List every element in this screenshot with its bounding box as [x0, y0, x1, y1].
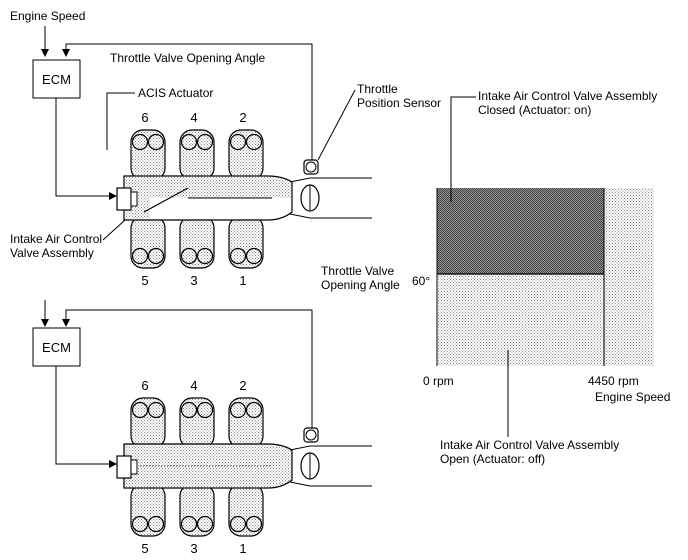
y-axis-label-line1: Throttle Valve: [321, 264, 394, 278]
ecm-box: [32, 59, 81, 99]
runner-label-6b: 6: [141, 378, 148, 393]
y-tick-60: 60°: [412, 274, 430, 288]
open-label-line1: Intake Air Control Valve Assembly: [440, 438, 619, 452]
bottom-upper-runners: [130, 397, 264, 449]
runner-label-4b: 4: [190, 378, 197, 393]
runner-label-4: 4: [190, 110, 197, 125]
runner-2: [228, 129, 264, 181]
runner-label-5b: 5: [141, 541, 148, 556]
runner-label-3: 3: [190, 273, 197, 288]
runner-1: [228, 215, 264, 269]
ecm-to-actuator-line-2: [55, 366, 117, 468]
bottom-manifold-diagram: ECM: [32, 300, 372, 556]
closed-label-line1: Intake Air Control Valve Assembly: [478, 89, 657, 103]
x-tick-4450: 4450 rpm: [588, 374, 639, 388]
runner-label-6: 6: [141, 110, 148, 125]
runner-label-1: 1: [239, 273, 246, 288]
runner-label-3b: 3: [190, 541, 197, 556]
ecm-label: ECM: [42, 72, 71, 87]
runner-6: [130, 129, 166, 181]
bottom-lower-runners: [130, 483, 264, 537]
bottom-plenum: [123, 443, 293, 489]
throttle-signal-line-2: [62, 309, 313, 428]
intake-upper-wall-2: [289, 445, 372, 451]
operating-region-graph: Intake Air Control Valve Assembly Closed…: [321, 89, 670, 466]
tps-label-line1: Throttle: [357, 82, 398, 96]
closed-label-line2: Closed (Actuator: on): [478, 103, 591, 117]
x-tick-0: 0 rpm: [423, 374, 454, 388]
acis-actuator-label: ACIS Actuator: [138, 86, 213, 100]
closed-region: [437, 188, 604, 274]
closed-leader: [450, 96, 476, 202]
intake-lower-wall: [289, 213, 372, 219]
runner-label-2: 2: [239, 110, 246, 125]
runner-label-2b: 2: [239, 378, 246, 393]
top-manifold-diagram: Engine Speed Throttle Valve Opening Angl…: [10, 9, 441, 288]
throttle-signal-line: [62, 43, 313, 160]
ecm-to-actuator-line: [55, 98, 117, 200]
acis-actuator-leader: [106, 92, 135, 150]
intake-upper-wall: [289, 177, 372, 183]
top-lower-runners: [130, 215, 264, 269]
x-axis-label: Engine Speed: [595, 390, 670, 404]
throttle-angle-label: Throttle Valve Opening Angle: [110, 51, 266, 65]
runner-label-5: 5: [141, 273, 148, 288]
acis-actuator-2: [116, 455, 132, 479]
tps-label-line2: Position Sensor: [357, 96, 441, 110]
runner-3: [179, 215, 215, 269]
acis-actuator: [116, 187, 132, 211]
intake-air-control-valve: [143, 187, 189, 213]
y-axis-label-line2: Opening Angle: [321, 278, 400, 292]
top-upper-runners: [130, 129, 264, 181]
tps-leader: [317, 89, 356, 161]
ecm-label-2: ECM: [42, 340, 71, 355]
intake-lower-wall-2: [289, 481, 372, 487]
runner-5: [130, 215, 166, 269]
open-label-line2: Open (Actuator: off): [440, 452, 545, 466]
iacv-label-line2: Valve Assembly: [10, 246, 94, 260]
runner-4: [179, 129, 215, 181]
runner-label-1b: 1: [239, 541, 246, 556]
iacv-label-line1: Intake Air Control: [10, 232, 102, 246]
engine-speed-label: Engine Speed: [10, 9, 85, 23]
